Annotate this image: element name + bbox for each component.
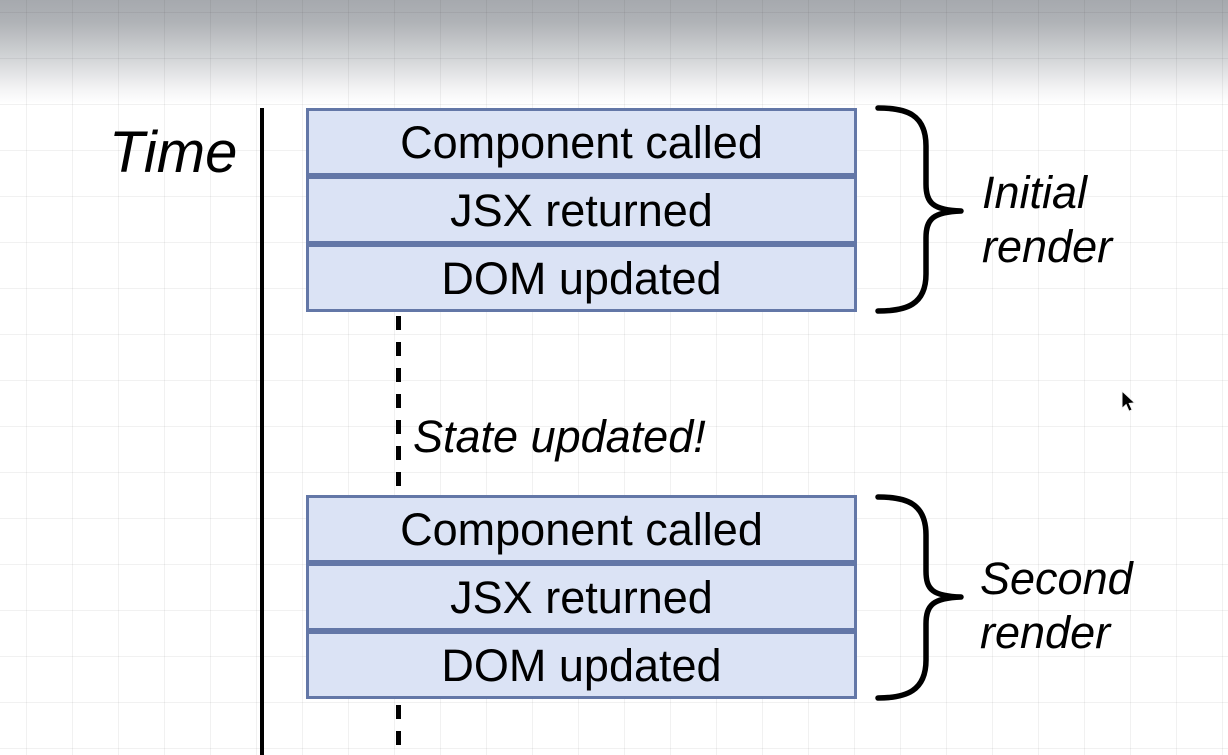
step-label: DOM updated (441, 639, 722, 691)
time-axis-line (260, 108, 264, 755)
state-update-dashed-line (396, 316, 401, 493)
step-label: Component called (400, 503, 763, 555)
step-box-component-called: Component called (306, 495, 857, 563)
second-render-label: Second render (980, 553, 1133, 658)
continuation-dashed-line (396, 705, 401, 749)
step-label: DOM updated (441, 252, 722, 304)
step-box-jsx-returned: JSX returned (306, 563, 857, 631)
state-updated-label: State updated! (413, 411, 706, 462)
second-render-step-group: Component called JSX returned DOM update… (306, 495, 857, 699)
initial-render-step-group: Component called JSX returned DOM update… (306, 108, 857, 312)
step-label: Component called (400, 116, 763, 168)
step-label: JSX returned (450, 184, 713, 236)
step-box-dom-updated: DOM updated (306, 631, 857, 699)
top-gradient-bar (0, 0, 1228, 104)
time-axis-label: Time (109, 120, 238, 185)
step-label: JSX returned (450, 571, 713, 623)
step-box-dom-updated: DOM updated (306, 244, 857, 312)
step-box-component-called: Component called (306, 108, 857, 176)
initial-render-label: Initial render (982, 167, 1113, 272)
step-box-jsx-returned: JSX returned (306, 176, 857, 244)
